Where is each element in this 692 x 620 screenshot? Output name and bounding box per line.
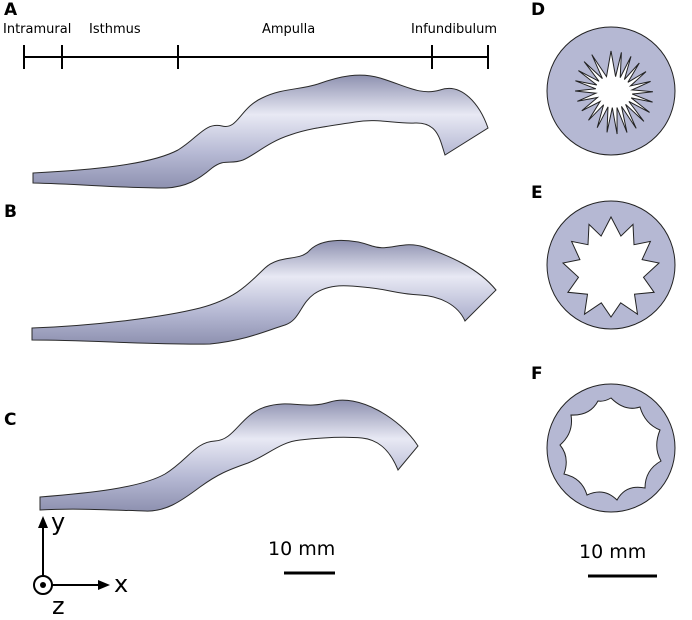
oviduct-model-c (39, 399, 419, 512)
cross-section-f (546, 383, 676, 513)
cross-section-e (546, 200, 676, 330)
z-axis-label: z (52, 592, 65, 620)
panel-label-d: D (531, 0, 546, 20)
panel-label-e: E (531, 183, 543, 203)
panel-label-b: B (4, 202, 17, 222)
oviduct-model-b (31, 239, 497, 345)
cross-section-f-lumen (559, 397, 662, 501)
coordinate-axes (33, 516, 110, 595)
segment-label-infundibulum: Infundibulum (411, 22, 497, 37)
segment-label-ampulla: Ampulla (262, 22, 316, 37)
panel-label-c: C (4, 410, 17, 430)
scale-bar-right-label: 10 mm (579, 541, 647, 563)
segment-ruler (23, 45, 489, 69)
z-axis-dot (40, 582, 46, 588)
panel-label-f: F (531, 364, 543, 384)
y-arrowhead (38, 516, 48, 528)
x-arrowhead (98, 580, 110, 590)
panel-label-a: A (4, 0, 18, 20)
oviduct-model-a (32, 74, 489, 189)
cross-section-d (546, 26, 676, 156)
segment-label-isthmus: Isthmus (89, 22, 141, 37)
y-axis-label: y (51, 508, 66, 536)
cross-section-d-lumen (575, 50, 653, 135)
cross-section-e-lumen (561, 215, 661, 318)
scale-bar-left-label: 10 mm (268, 538, 336, 560)
x-axis-label: x (114, 570, 129, 598)
segment-label-intramural: Intramural (3, 22, 72, 37)
